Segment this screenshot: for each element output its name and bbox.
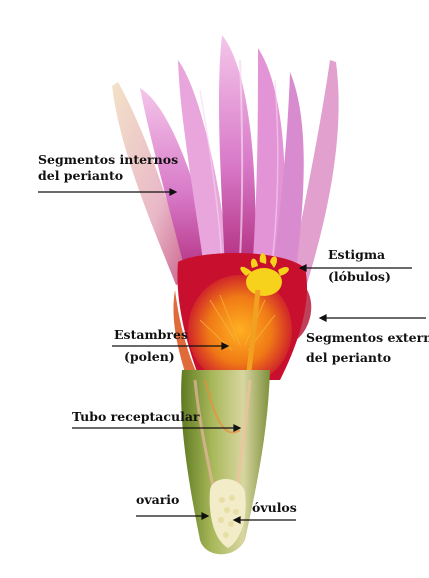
label-estigma: Estigma (lóbulos) [328, 247, 391, 285]
label-line: (polen) [114, 349, 188, 365]
label-estambres: Estambres (polen) [114, 327, 188, 365]
label-segmentos-externos: Segmentos externos del perianto [306, 330, 429, 366]
label-line: (lóbulos) [328, 269, 391, 285]
label-line: del perianto [306, 350, 429, 366]
label-line: del perianto [38, 168, 178, 184]
label-line: óvulos [252, 500, 297, 516]
label-line: Segmentos externos [306, 330, 429, 346]
label-line: Estigma [328, 247, 391, 263]
label-line: Estambres [114, 327, 188, 343]
label-tubo-receptacular: Tubo receptacular [72, 409, 200, 425]
label-ovulos: óvulos [252, 500, 297, 516]
inner-petal-3 [219, 35, 256, 272]
label-segmentos-internos: Segmentos internos del perianto [38, 152, 178, 184]
label-line: Tubo receptacular [72, 409, 200, 425]
label-line: ovario [136, 492, 179, 508]
label-line: Segmentos internos [38, 152, 178, 168]
label-ovario: ovario [136, 492, 179, 508]
